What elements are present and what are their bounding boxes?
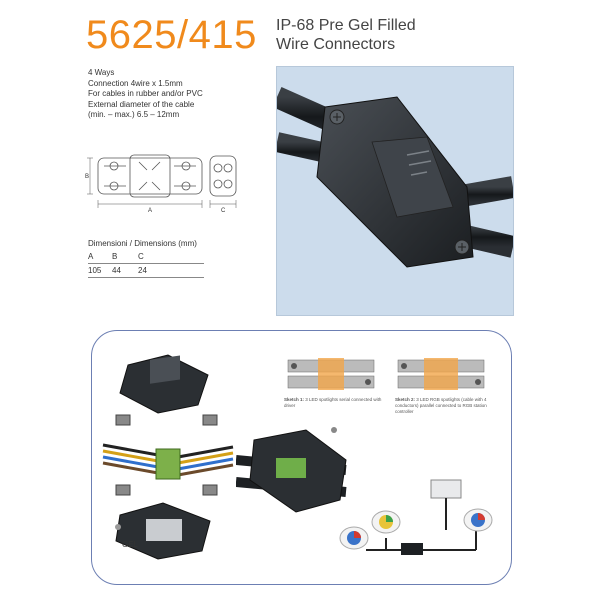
dimensions-header-row: A B C	[88, 252, 204, 264]
spec-item: 4 Ways	[88, 68, 115, 77]
spec-item: For cables in rubber and/or PVC	[88, 89, 203, 98]
product-photo	[272, 66, 516, 316]
spec-item: Connection 4wire x 1.5mm	[88, 78, 183, 88]
spec-list: 4 Ways Connection 4wire x 1.5mm For cabl…	[88, 68, 203, 121]
spec-item: (min. – max.) 6.5 – 12mm	[88, 110, 180, 119]
sketch-1-text: 3 LED spotlights serial connected with d…	[284, 397, 382, 408]
installation-illustration	[236, 427, 493, 555]
dim-header-a: A	[88, 252, 94, 261]
gel-label: GEL	[122, 540, 139, 549]
sketch-1-title: Sketch 1:	[284, 397, 305, 402]
product-code: 5625/415	[86, 13, 257, 57]
dim-header-c: C	[138, 252, 144, 261]
sketch-2-title: Sketch 2:	[395, 397, 416, 402]
dim-value-a: 105	[88, 266, 102, 275]
exploded-view-illustration	[102, 354, 234, 560]
sketch-2-text: 3 LED RGB spotlights (cable with 4 condu…	[395, 397, 487, 414]
technical-drawing: A B C	[85, 154, 237, 214]
dim-label-a: A	[148, 208, 152, 214]
dimensions-value-row: 105 44 24	[88, 264, 204, 278]
dim-label-c: C	[221, 208, 226, 214]
dim-header-b: B	[112, 252, 118, 261]
dim-value-b: 44	[112, 266, 121, 275]
wiring-sketches-illustration	[287, 358, 485, 390]
dim-label-b: B	[85, 174, 89, 180]
sketch-2-caption: Sketch 2: 3 LED RGB spotlights (cable wi…	[395, 397, 497, 415]
dimensions-table: A B C 105 44 24	[88, 252, 204, 278]
product-title-line-2: Wire Connectors	[276, 36, 396, 53]
dim-value-c: 24	[138, 266, 147, 275]
dimensions-title: Dimensioni / Dimensions (mm)	[88, 239, 197, 248]
sketch-1-caption: Sketch 1: 3 LED spotlights serial connec…	[284, 397, 382, 409]
spec-item: External diameter of the cable	[88, 99, 195, 109]
connector-photo-image	[272, 86, 516, 268]
product-title-line-1: IP-68 Pre Gel Filled	[276, 17, 416, 34]
